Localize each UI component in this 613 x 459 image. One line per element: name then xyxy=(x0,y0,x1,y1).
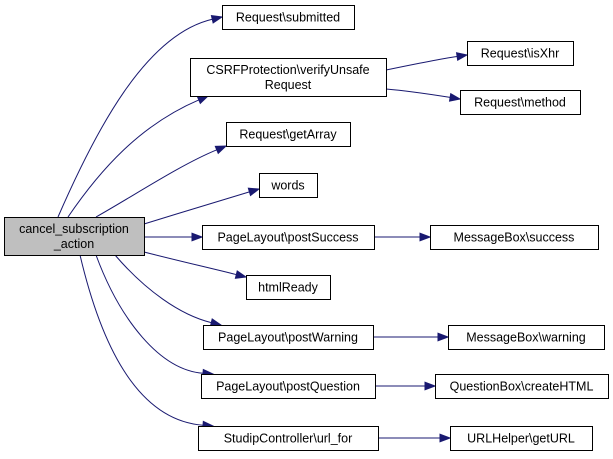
arrowhead xyxy=(419,232,432,242)
node-request-is-xhr[interactable]: Request\isXhr xyxy=(467,41,574,66)
node-box xyxy=(460,90,581,115)
node-label: MessageBox\success xyxy=(454,231,575,245)
node-label: StudipController\url_for xyxy=(224,432,353,446)
edge-pagelayout-post-warning-to-messagebox-warning xyxy=(372,332,450,342)
node-label: URLHelper\getURL xyxy=(467,432,575,446)
node-studipcontroller-url-for[interactable]: StudipController\url_for xyxy=(198,426,379,451)
edge-pagelayout-post-success-to-messagebox-success xyxy=(374,232,432,242)
arrowhead xyxy=(424,381,437,391)
function-nodes: cancel_subscription_action Request\submit… xyxy=(4,5,609,451)
node-label: CSRFProtection\verifyUnsafe xyxy=(206,63,369,77)
arrowhead xyxy=(196,95,210,105)
arrowhead xyxy=(210,14,224,24)
node-box xyxy=(246,275,331,300)
node-box xyxy=(430,225,599,250)
call-edges xyxy=(57,14,469,443)
arrowhead xyxy=(439,433,452,443)
node-box xyxy=(450,426,593,451)
edge-csrf-verify-unsafe-request-to-request-method xyxy=(385,88,462,102)
edge-cancel-subscription-action-to-words xyxy=(143,187,261,225)
arrowhead xyxy=(247,187,261,197)
arrowhead xyxy=(191,232,204,242)
node-label: PageLayout\postSuccess xyxy=(217,231,358,245)
node-pagelayout-post-question[interactable]: PageLayout\postQuestion xyxy=(201,374,376,399)
node-label: MessageBox\warning xyxy=(466,331,586,345)
node-box xyxy=(190,58,387,97)
node-pagelayout-post-warning[interactable]: PageLayout\postWarning xyxy=(203,325,374,350)
node-box xyxy=(222,5,355,30)
edge-cancel-subscription-action-to-pagelayout-post-success xyxy=(144,232,204,242)
edge-cancel-subscription-action-to-pagelayout-post-question xyxy=(95,254,215,378)
node-label: htmlReady xyxy=(258,281,318,295)
node-box xyxy=(259,173,318,198)
node-label: _action xyxy=(53,237,94,251)
node-box xyxy=(435,374,609,399)
edge-studipcontroller-url-for-to-urlhelper-get-url xyxy=(377,433,452,443)
edge-cancel-subscription-action-to-request-get-array xyxy=(95,145,228,218)
node-label: words xyxy=(270,179,304,193)
edge-csrf-verify-unsafe-request-to-request-is-xhr xyxy=(385,52,469,71)
node-request-get-array[interactable]: Request\getArray xyxy=(226,122,351,147)
edge-cancel-subscription-action-to-html-ready xyxy=(143,251,248,279)
edge-cancel-subscription-action-to-request-submitted xyxy=(57,14,224,218)
node-label: Request\isXhr xyxy=(481,47,560,61)
edge-cancel-subscription-action-to-pagelayout-post-warning xyxy=(114,254,223,327)
node-label: PageLayout\postQuestion xyxy=(216,380,360,394)
node-pagelayout-post-success[interactable]: PageLayout\postSuccess xyxy=(202,225,375,250)
node-request-submitted[interactable]: Request\submitted xyxy=(222,5,355,30)
node-box xyxy=(226,122,351,147)
edge-pagelayout-post-question-to-questionbox-create-html xyxy=(375,381,437,391)
node-box xyxy=(467,41,574,66)
node-cancel-subscription-action[interactable]: cancel_subscription_action xyxy=(4,217,145,256)
node-messagebox-warning[interactable]: MessageBox\warning xyxy=(448,325,605,350)
node-label: Request\method xyxy=(474,96,566,110)
arrowhead xyxy=(234,270,248,279)
arrowhead xyxy=(437,332,450,342)
arrowhead xyxy=(448,92,462,102)
node-urlhelper-get-url[interactable]: URLHelper\getURL xyxy=(450,426,593,451)
node-box xyxy=(202,225,375,250)
node-messagebox-success[interactable]: MessageBox\success xyxy=(430,225,599,250)
node-questionbox-create-html[interactable]: QuestionBox\createHTML xyxy=(435,374,609,399)
node-label: Request\submitted xyxy=(236,11,340,25)
arrowhead xyxy=(214,145,228,155)
node-label: PageLayout\postWarning xyxy=(218,331,358,345)
node-box xyxy=(198,426,379,451)
node-words[interactable]: words xyxy=(259,173,318,198)
node-label: cancel_subscription xyxy=(19,222,129,236)
node-label: QuestionBox\createHTML xyxy=(450,380,594,394)
node-label: Request xyxy=(265,78,312,92)
node-box xyxy=(203,325,374,350)
node-box xyxy=(4,217,145,256)
edge-cancel-subscription-action-to-csrf-verify-unsafe-request xyxy=(67,95,210,218)
node-request-method[interactable]: Request\method xyxy=(460,90,581,115)
node-box xyxy=(201,374,376,399)
node-html-ready[interactable]: htmlReady xyxy=(246,275,331,300)
node-label: Request\getArray xyxy=(239,128,337,142)
arrowhead xyxy=(455,52,469,62)
node-box xyxy=(448,325,605,350)
